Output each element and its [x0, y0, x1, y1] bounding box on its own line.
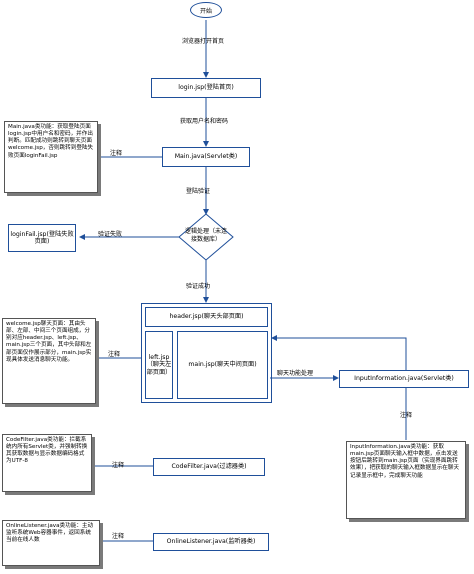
login-fail-box: loginFail.jsp(登陆失败页面): [8, 224, 76, 252]
label-annotation-codefilter: 注释: [112, 462, 125, 469]
label-annotation-welcome: 注释: [108, 351, 121, 358]
online-listener-box: OnlineListener.java(监听器类): [153, 533, 269, 551]
start-node: 开始: [190, 2, 222, 18]
logic-diamond-label: 逻辑处理（未连接数据库）: [184, 228, 227, 243]
label-login-verify: 登陆验证: [186, 188, 211, 195]
chat-frame: [141, 303, 272, 403]
main-jsp-box: main.jsp(聊天中间页面): [177, 331, 268, 399]
note-welcome: welcome.jsp聊天页面：其由头部、左部、中间三个页面组成，分别对应hea…: [2, 318, 96, 404]
label-verify-success: 验证成功: [186, 283, 211, 290]
note-input-information: InputInformation.java类功能：获取main.jsp页面聊天输…: [346, 441, 466, 519]
note-code-filter: CodeFilter.java类功能：拦截系统内所有Servlet类，并强制转换…: [2, 434, 92, 492]
input-information-box: InputInformation.java(Servlet类): [339, 370, 469, 388]
label-annotation-main: 注释: [110, 150, 123, 157]
left-jsp-box: left.jsp（聊天左部页面）: [145, 331, 173, 399]
label-get-credentials: 获取用户名和密码: [180, 118, 229, 125]
label-open-home: 浏览器打开首页: [182, 38, 225, 45]
login-page-box: login.jsp(登陆首页): [151, 78, 261, 98]
note-main-java: Main.java类功能：获取登陆页面login.jsp中用户名和密码，并作出判…: [4, 121, 98, 193]
arrow-input-back-to-main: [271, 335, 407, 370]
label-annotation-input: 注释: [400, 412, 413, 419]
label-chat-processing: 聊天功能处理: [277, 370, 314, 377]
label-verify-fail: 验证失败: [98, 231, 123, 238]
note-online-listener: OnlineListener.java类功能：主动监听系统Web容器事件，返回系…: [2, 520, 100, 566]
label-annotation-listener: 注释: [112, 533, 125, 540]
main-servlet-box: Main.java(Servlet类): [162, 147, 250, 167]
code-filter-box: CodeFilter.java(过滤器类): [153, 458, 265, 476]
logic-diamond: [178, 213, 234, 261]
header-jsp-box: header.jsp(聊天头部页面): [145, 307, 268, 327]
